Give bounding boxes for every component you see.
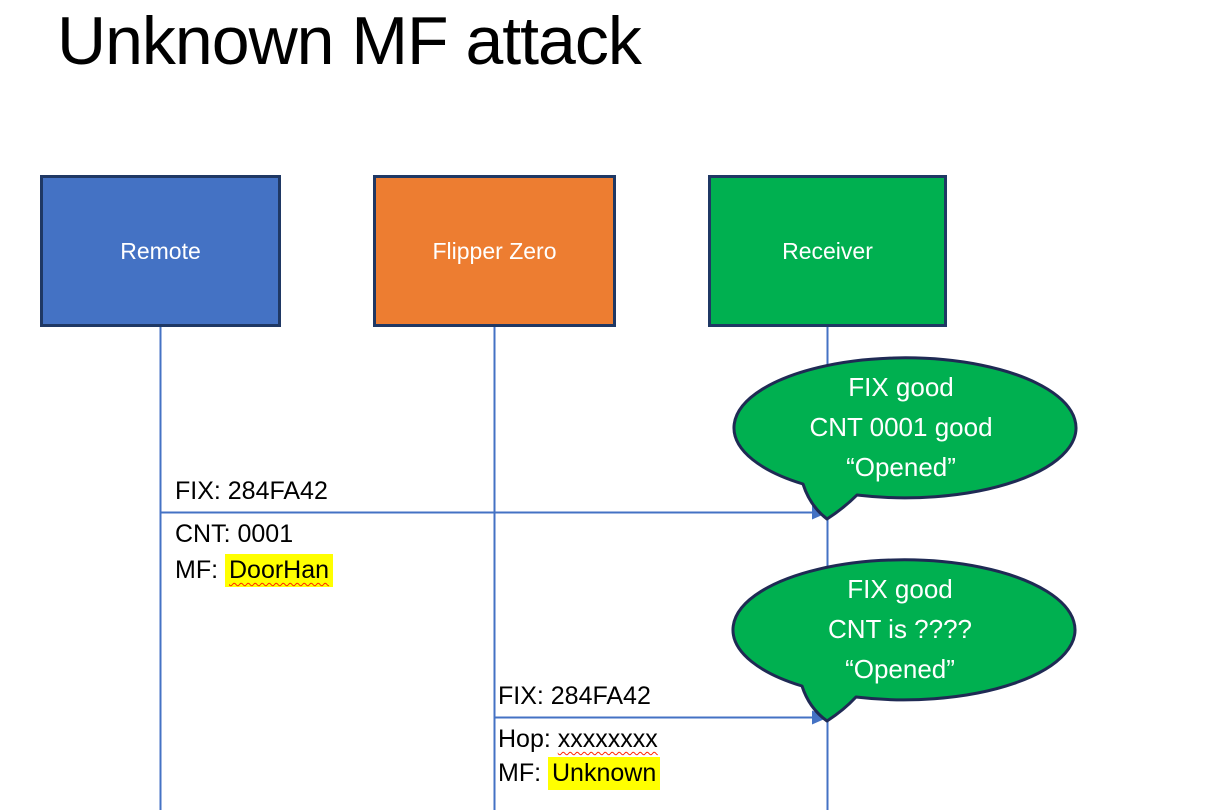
message2-line-fix: FIX: 284FA42 (498, 682, 651, 710)
actor-box-remote: Remote (40, 175, 281, 327)
page-title: Unknown MF attack (57, 3, 642, 79)
message2-mf-prefix: MF: (498, 759, 542, 787)
message1-mf-value-highlighted: DoorHan (225, 554, 334, 587)
callout2-speech-bubble (731, 558, 1077, 723)
callout1-text: FIX good CNT 0001 good “Opened” (730, 367, 1072, 487)
callout1-line3: “Opened” (846, 452, 956, 482)
message1-mf-prefix: MF: (175, 556, 219, 584)
message2-line-mf: MF: Unknown (498, 757, 661, 790)
message2-hop-prefix: Hop: (498, 725, 551, 753)
callout2-line2: CNT is ???? (827, 614, 973, 644)
actor-box-flipper-zero: Flipper Zero (373, 175, 616, 327)
callout2-line1: FIX good (847, 574, 953, 604)
actor-label-remote: Remote (120, 237, 201, 264)
callout1-speech-bubble (732, 356, 1078, 521)
actor-label-flipper-zero: Flipper Zero (432, 237, 557, 264)
message1-line-fix: FIX: 284FA42 (175, 477, 328, 505)
callout2-text: FIX good CNT is ???? “Opened” (729, 569, 1071, 689)
message2-mf-value-highlighted: Unknown (548, 757, 661, 790)
message2-arrowhead-icon (812, 710, 828, 725)
callout1-line1: FIX good (848, 372, 954, 402)
message2-line-hop: Hop: xxxxxxxx (498, 725, 658, 754)
message1-line-cnt: CNT: 0001 (175, 520, 294, 548)
message2-hop-value: xxxxxxxx (557, 725, 658, 753)
callout2-line3: “Opened” (845, 654, 955, 684)
callout1-line2: CNT 0001 good (809, 412, 993, 442)
actor-box-receiver: Receiver (708, 175, 947, 327)
message1-line-mf: MF: DoorHan (175, 554, 334, 587)
actor-label-receiver: Receiver (782, 237, 873, 264)
